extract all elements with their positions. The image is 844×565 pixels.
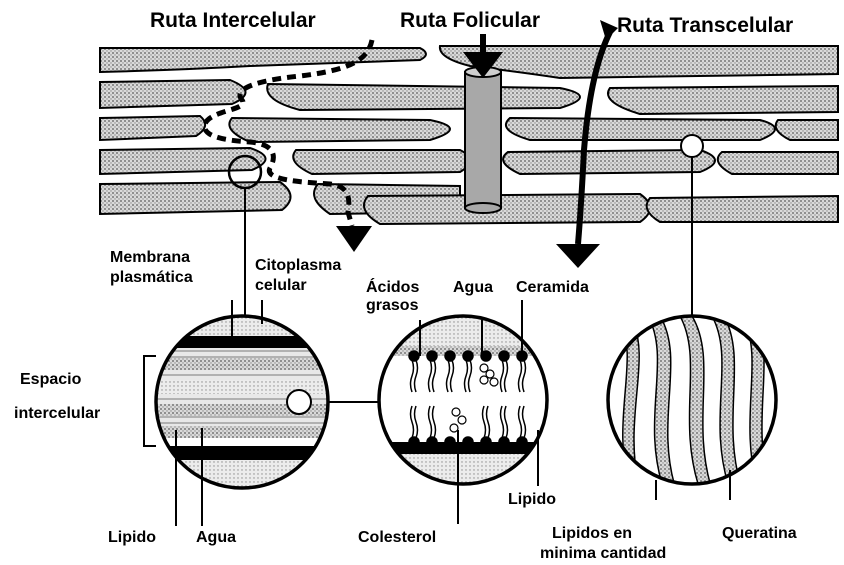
corneocyte xyxy=(364,194,650,224)
corneocyte xyxy=(100,80,246,108)
acidos-label-line1: Ácidos xyxy=(366,277,419,296)
transcellular-arrowhead xyxy=(556,244,600,268)
corneocyte xyxy=(647,196,838,222)
espacio-label-line2: intercelular xyxy=(14,405,100,422)
citoplasma-label-line1: Citoplasma xyxy=(255,257,341,274)
corneocyte xyxy=(229,118,450,142)
corneocyte xyxy=(100,116,205,140)
corneocyte xyxy=(608,86,838,114)
membrana-label-line1: Membrana xyxy=(110,249,190,266)
acidos-label-line2: grasos xyxy=(366,297,419,314)
corneocyte xyxy=(718,152,838,174)
lipidos-label-line2: minima cantidad xyxy=(540,545,666,562)
lipido-mid-label: Lipido xyxy=(508,491,556,508)
lipidos-label-line1: Lipidos en xyxy=(552,525,632,542)
route-intercellular-label: Ruta Intercelular xyxy=(150,9,316,32)
hair-follicle xyxy=(465,72,501,208)
queratina-label: Queratina xyxy=(722,525,797,542)
espacio-label-line1: Espacio xyxy=(20,371,82,388)
corneocyte xyxy=(100,148,266,174)
intercellular-arrowhead xyxy=(336,226,372,252)
espacio-bracket xyxy=(144,356,156,446)
corneocyte xyxy=(776,120,838,140)
transcellular-start-arrowhead xyxy=(600,20,618,40)
corneocyte xyxy=(293,150,470,174)
corneocyte xyxy=(267,84,580,110)
ceramida-label: Ceramida xyxy=(516,279,589,296)
corneocyte xyxy=(100,182,291,214)
follicle-bottom xyxy=(465,203,501,213)
magnified-intercellular-space xyxy=(150,316,340,490)
route-follicular-label: Ruta Folicular xyxy=(400,9,540,32)
lipido-left-label: Lipido xyxy=(108,529,156,546)
route-transcellular-label: Ruta Transcelular xyxy=(617,14,793,37)
agua-bottom-label: Agua xyxy=(196,529,236,546)
lipid-vesicle xyxy=(287,390,311,414)
colesterol-label: Colesterol xyxy=(358,529,436,546)
agua-top-label: Agua xyxy=(453,279,493,296)
zoom-marker-transcellular xyxy=(681,135,703,157)
magnified-keratin xyxy=(608,316,776,490)
membrana-label-line2: plasmática xyxy=(110,269,193,286)
corneocyte xyxy=(506,118,775,140)
citoplasma-label-line2: celular xyxy=(255,277,307,294)
